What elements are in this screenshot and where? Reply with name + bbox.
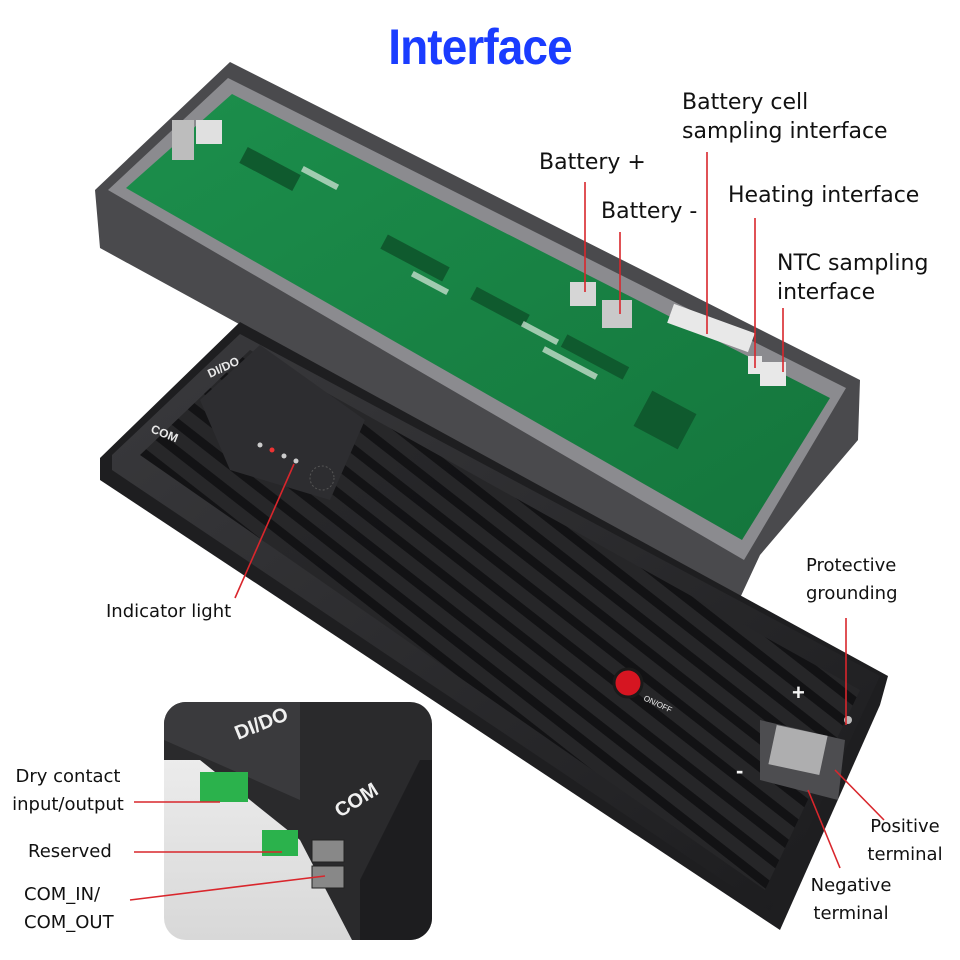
- plus-mark: +: [792, 680, 805, 705]
- page-title: Interface: [388, 19, 572, 75]
- com-in-port: [311, 839, 345, 863]
- dry-contact-connector: [200, 772, 248, 802]
- leader-lines: [129, 152, 885, 901]
- battery-minus-terminal: [602, 300, 632, 328]
- label-com-in-out: COM_IN/ COM_OUT: [24, 884, 114, 933]
- battery-plus-terminal: [570, 282, 596, 306]
- label-indicator-light: Indicator light: [106, 601, 232, 622]
- label-positive-terminal: Positive terminal: [867, 816, 943, 865]
- label-negative-terminal: Negative terminal: [810, 875, 892, 924]
- label-protective-grounding: Protective grounding: [806, 555, 898, 604]
- minus-mark: -: [736, 758, 743, 783]
- label-reserved: Reserved: [28, 841, 112, 862]
- pcb-housing: [95, 62, 860, 598]
- inset-photo: [164, 702, 432, 940]
- cover-housing: [100, 322, 888, 930]
- label-battery-minus: Battery -: [601, 199, 698, 224]
- label-ntc-sampling: NTC sampling interface: [777, 251, 929, 305]
- label-heating-interface: Heating interface: [728, 183, 920, 208]
- cell-sampling-connector: [667, 303, 755, 353]
- power-button: [612, 667, 644, 699]
- label-dry-contact: Dry contact input/output: [12, 766, 124, 815]
- label-battery-cell-sampling: Battery cell sampling interface: [682, 90, 888, 144]
- ntc-connector: [760, 362, 786, 386]
- label-battery-plus: Battery +: [539, 150, 646, 175]
